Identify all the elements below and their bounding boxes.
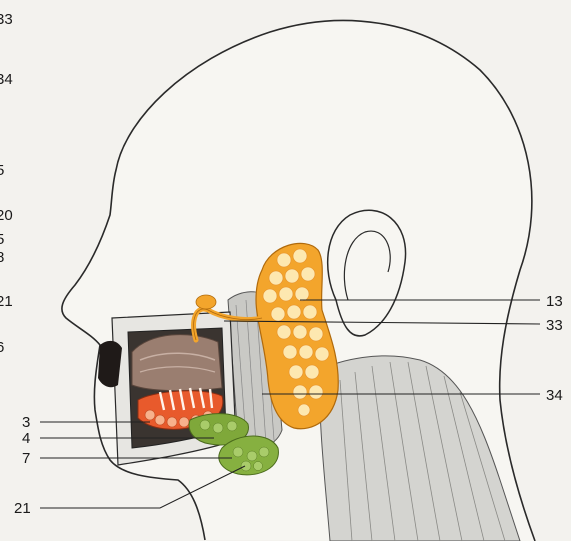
callout-number: 21 — [14, 500, 31, 517]
tongue — [132, 335, 222, 391]
callout-number: 33 — [546, 317, 563, 334]
margin-label: 34 — [0, 71, 13, 88]
callout-number: 13 — [546, 293, 563, 310]
margin-label: 33 — [0, 11, 13, 28]
callout-number: 4 — [22, 430, 30, 447]
callout-number: 3 — [22, 414, 30, 431]
margin-label: 5 — [0, 231, 4, 248]
callout-number: 34 — [546, 387, 563, 404]
margin-label: 21 — [0, 293, 13, 310]
callout-number: 7 — [22, 450, 30, 467]
margin-label: 20 — [0, 207, 13, 224]
lips — [98, 341, 122, 387]
margin-label: 5 — [0, 162, 4, 179]
margin-label: 8 — [0, 249, 4, 266]
left-margin-labels: 33 34 5 20 5 8 21 6 — [0, 11, 13, 356]
margin-label: 6 — [0, 339, 4, 356]
